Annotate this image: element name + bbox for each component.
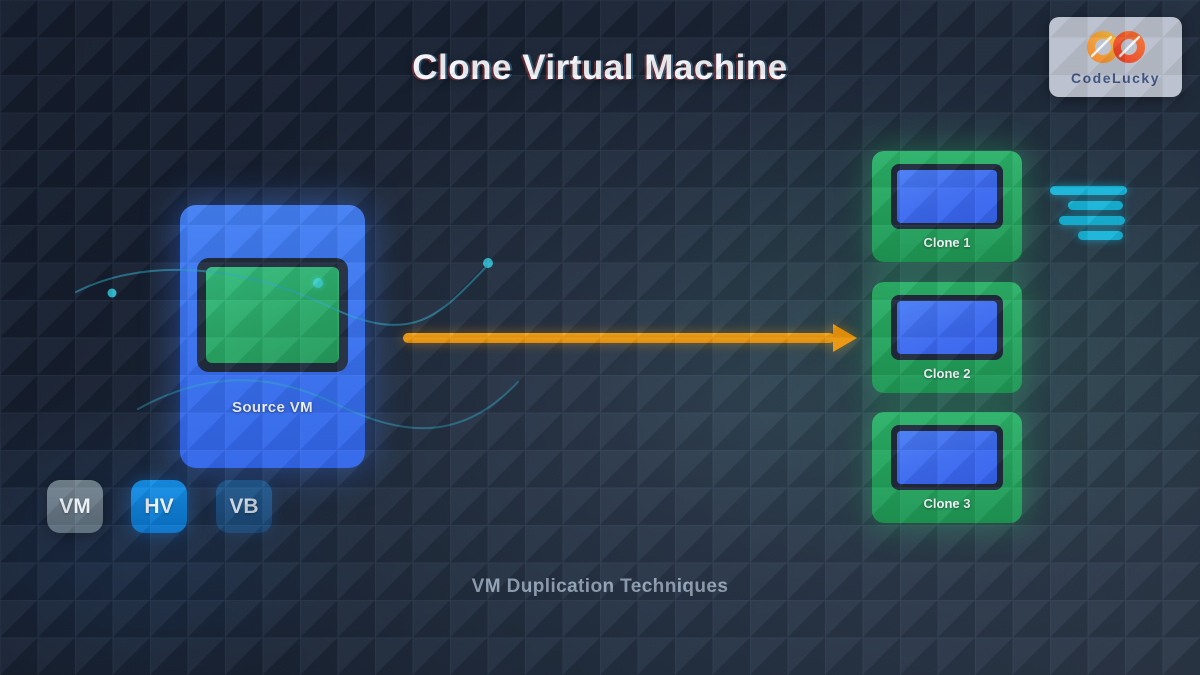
clone-direction-arrow (403, 324, 857, 352)
source-vm-screen (197, 258, 348, 372)
clone-3-box: Clone 3 (872, 412, 1022, 523)
clone-3-screen (891, 425, 1003, 490)
clone-2-box: Clone 2 (872, 282, 1022, 393)
list-bar-icon (1078, 231, 1123, 240)
arrow-shaft (403, 333, 835, 343)
subtitle: VM Duplication Techniques (471, 576, 729, 597)
clone-list-icon (1040, 182, 1140, 246)
list-bar-icon (1068, 201, 1123, 210)
badge-hv: HV (131, 480, 187, 533)
page-title: Clone Virtual Machine (412, 48, 788, 87)
badge-vm: VM (47, 480, 103, 533)
curve-dot (107, 288, 117, 298)
curve-dot (483, 258, 493, 268)
clone-2-screen-display (897, 301, 997, 354)
cursor-dot (313, 278, 323, 288)
list-bar-icon (1050, 186, 1127, 195)
clone-2-screen (891, 295, 1003, 360)
source-vm-label: Source VM (231, 399, 314, 416)
clone-3-screen-display (897, 431, 997, 484)
arrow-head (833, 324, 857, 352)
source-vm-box: Source VM (180, 205, 365, 468)
infinity-logo-icon (1086, 31, 1145, 63)
brand-logo: CodeLucky (1049, 17, 1182, 97)
badge-vb: VB (216, 480, 272, 533)
clone-1-box: Clone 1 (872, 151, 1022, 262)
clone-1-screen-display (897, 170, 997, 223)
clone-2-label: Clone 2 (923, 366, 971, 381)
clone-1-label: Clone 1 (923, 235, 971, 250)
clone-3-label: Clone 3 (923, 496, 971, 511)
clone-1-screen (891, 164, 1003, 229)
list-bar-icon (1059, 216, 1125, 225)
brand-name: CodeLucky (1071, 70, 1160, 86)
